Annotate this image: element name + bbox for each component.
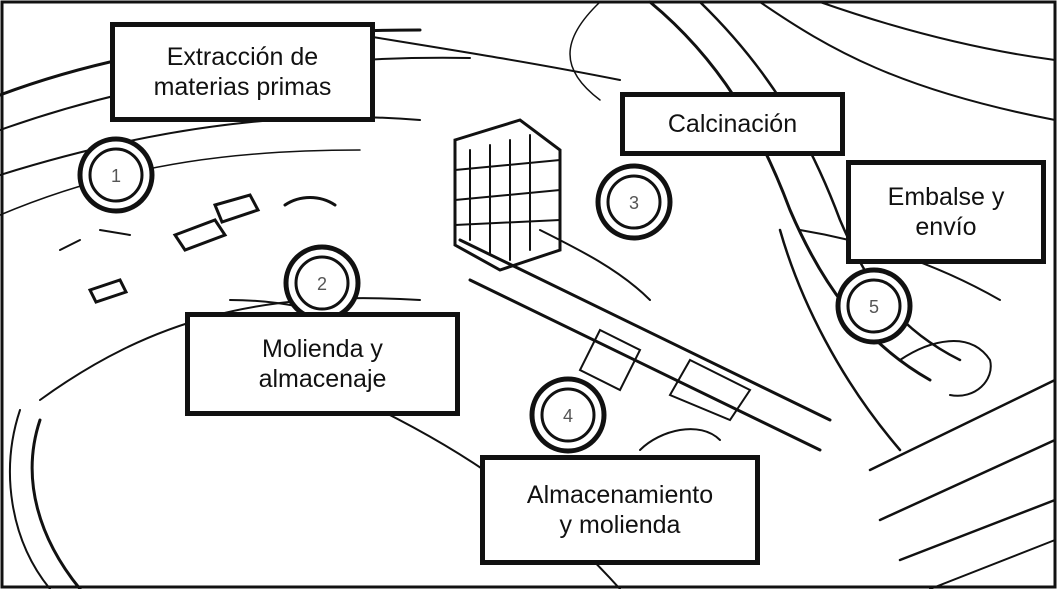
marker-storage: 4 bbox=[529, 376, 607, 454]
label-storage: Almacenamiento y molienda bbox=[480, 455, 760, 565]
marker-grinding: 2 bbox=[283, 244, 361, 322]
marker-packing: 5 bbox=[835, 267, 913, 345]
label-extraction: Extracción de materias primas bbox=[110, 22, 375, 122]
marker-calcination: 3 bbox=[595, 163, 673, 241]
marker-number: 2 bbox=[317, 274, 327, 294]
marker-number: 3 bbox=[629, 193, 639, 213]
marker-number: 5 bbox=[869, 297, 879, 317]
marker-number: 1 bbox=[111, 166, 121, 186]
marker-number: 4 bbox=[563, 406, 573, 426]
label-grinding: Molienda y almacenaje bbox=[185, 312, 460, 416]
marker-extraction: 1 bbox=[77, 136, 155, 214]
label-calcination: Calcinación bbox=[620, 92, 845, 156]
label-packing: Embalse y envío bbox=[846, 160, 1046, 264]
